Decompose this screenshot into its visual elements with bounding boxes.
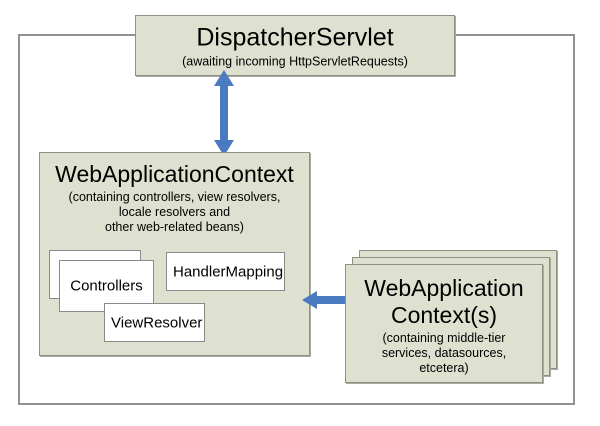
dispatcher-servlet-content: DispatcherServlet (awaiting incoming Htt… [136, 22, 454, 69]
connector-web-context-to-root-context [302, 288, 364, 312]
dispatcher-servlet-title: DispatcherServlet [196, 23, 394, 51]
controllers-content: Controllers [60, 277, 153, 296]
controllers-label: Controllers [70, 277, 143, 295]
node-view-resolver[interactable]: ViewResolver [104, 303, 205, 342]
web-application-context-subtitle-line3: other web-related beans) [105, 220, 244, 234]
web-application-context-title: WebApplicationContext [55, 161, 294, 187]
view-resolver-content: ViewResolver [105, 313, 204, 332]
node-handler-mapping[interactable]: HandlerMapping [166, 252, 285, 291]
double-headed-horizontal-arrow-icon [302, 291, 364, 309]
dispatcher-servlet-subtitle: (awaiting incoming HttpServletRequests) [182, 54, 408, 68]
double-headed-vertical-arrow-icon [214, 70, 234, 156]
view-resolver-label: ViewResolver [111, 314, 203, 331]
root-application-context-title-line2: Context(s) [390, 302, 498, 328]
web-application-context-subtitle-line2: locale resolvers and [118, 205, 231, 219]
handler-mapping-label: HandlerMapping [173, 263, 284, 280]
root-application-context-subtitle-line1: (containing middle-tier [382, 331, 506, 345]
node-root-application-context-stack[interactable]: WebApplication Context(s) (containing mi… [345, 250, 558, 384]
root-context-stack-layer-front[interactable]: WebApplication Context(s) (containing mi… [345, 264, 543, 383]
connector-dispatcher-to-web-context [213, 70, 235, 156]
handler-mapping-content: HandlerMapping [167, 262, 284, 281]
root-application-context-title-line1: WebApplication [364, 275, 524, 301]
web-application-context-content: WebApplicationContext (containing contro… [40, 161, 309, 235]
root-application-context-subtitle-line3: etcetera) [419, 361, 469, 375]
root-application-context-content: WebApplication Context(s) (containing mi… [346, 275, 542, 376]
node-dispatcher-servlet[interactable]: DispatcherServlet (awaiting incoming Htt… [135, 15, 455, 76]
web-application-context-subtitle-line1: (containing controllers, view resolvers, [68, 190, 281, 204]
root-application-context-subtitle-line2: services, datasources, [381, 346, 507, 360]
